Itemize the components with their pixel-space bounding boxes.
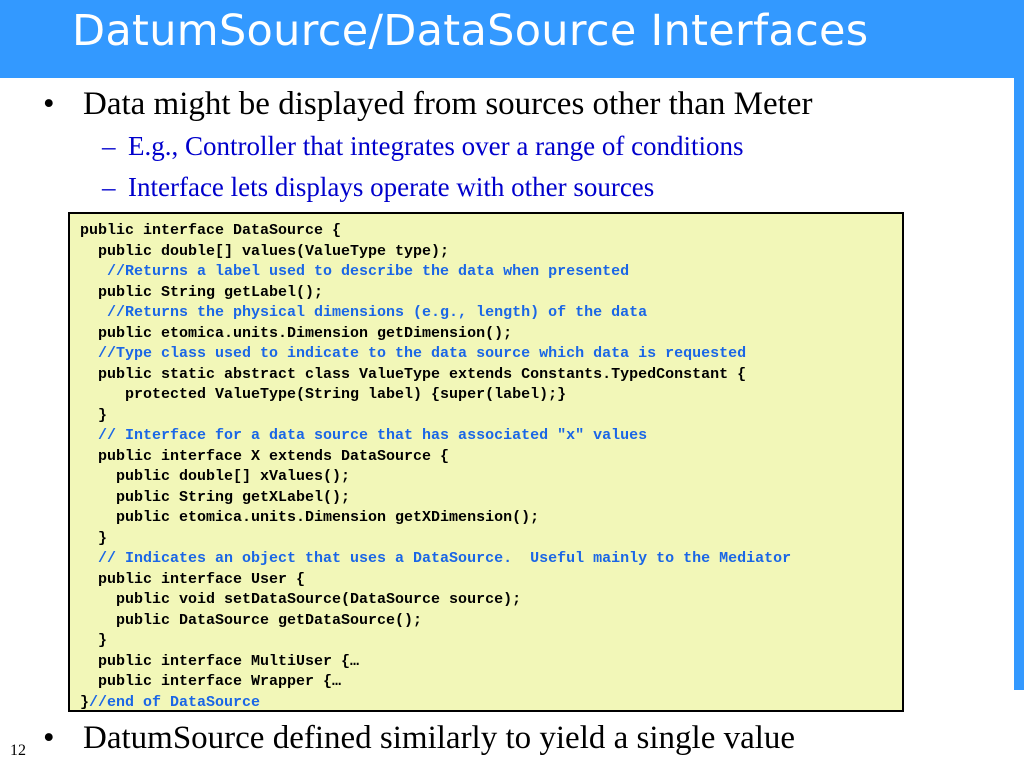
page-number: 12 [10, 742, 26, 759]
code-line: public etomica.units.Dimension getXDimen… [80, 509, 540, 526]
code-line: public etomica.units.Dimension getDimens… [80, 324, 513, 342]
code-listing: public interface DataSource { public dou… [68, 212, 904, 712]
title-bar [0, 0, 1024, 78]
code-line: } [80, 406, 108, 424]
right-accent-strip [1014, 70, 1024, 690]
code-comment-line: // Interface for a data source that has … [80, 427, 648, 444]
code-line: } [80, 529, 108, 547]
code-line: public interface Wrapper {… [80, 673, 342, 690]
code-line: public interface X extends DataSource { [80, 447, 450, 465]
bullet-text: Data might be displayed from sources oth… [83, 86, 813, 122]
code-line: public String getXLabel(); [80, 488, 351, 506]
sub-bullet-text: E.g., Controller that integrates over a … [128, 131, 744, 161]
code-line: public interface MultiUser {… [80, 652, 360, 670]
slide-title: DatumSource/DataSource Interfaces [72, 6, 869, 56]
code-comment-line: //Returns a label used to describe the d… [80, 263, 630, 280]
sub-bullet-interface: –Interface lets displays operate with ot… [102, 172, 654, 202]
bullet-data-sources: • Data might be displayed from sources ot… [43, 86, 812, 122]
code-line: public interface DataSource { [80, 222, 342, 239]
code-line: public String getLabel(); [80, 283, 324, 301]
code-brace: } [80, 693, 90, 711]
bullet-datum-source: • DatumSource defined similarly to yield … [43, 720, 795, 756]
code-line: }//end of DataSource [80, 693, 902, 714]
code-comment-line: // Indicates an object that uses a DataS… [80, 550, 792, 567]
code-comment-line: //Type class used to indicate to the dat… [80, 345, 747, 362]
bullet-marker: • [43, 86, 55, 122]
bullet-text: DatumSource defined similarly to yield a… [83, 720, 796, 756]
code-line: } [80, 632, 108, 649]
code-line: public interface User { [80, 570, 306, 588]
code-line: protected ValueType(String label) {super… [80, 386, 567, 403]
code-comment-line: //Returns the physical dimensions (e.g.,… [80, 304, 648, 321]
code-line: public DataSource getDataSource(); [80, 611, 423, 629]
sub-bullet-text: Interface lets displays operate with oth… [128, 172, 655, 202]
code-line: public double[] values(ValueType type); [80, 242, 450, 260]
bullet-marker: • [43, 720, 55, 756]
sub-bullet-controller: –E.g., Controller that integrates over a… [102, 131, 744, 161]
code-line: public static abstract class ValueType e… [80, 365, 747, 383]
sub-bullet-marker: – [102, 172, 116, 202]
sub-bullet-marker: – [102, 131, 116, 161]
code-end-comment: //end of DataSource [89, 693, 261, 711]
code-line: public double[] xValues(); [80, 468, 351, 485]
code-line: public void setDataSource(DataSource sou… [80, 591, 522, 608]
